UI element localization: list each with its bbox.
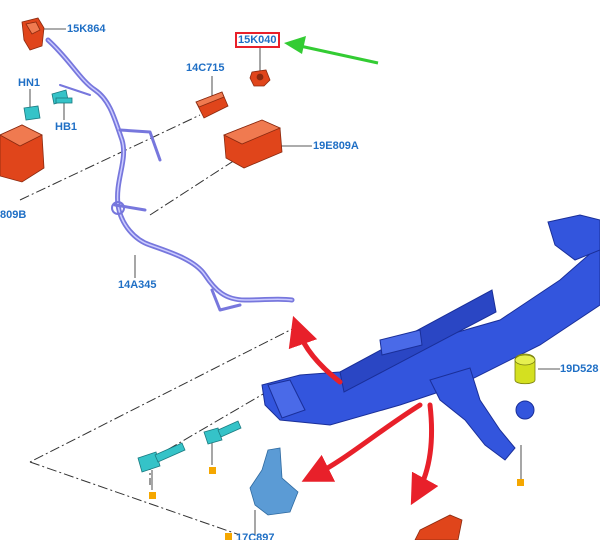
pointer-arrow	[284, 36, 379, 65]
cover-cap	[514, 353, 536, 385]
label-19d528: 19D528	[560, 363, 599, 375]
label-hn1: HN1	[18, 77, 41, 89]
label-17c897: 17C897	[236, 532, 275, 540]
label-809b: 809B	[0, 209, 27, 221]
label-15k040: 15K040	[235, 32, 280, 48]
assembly-lines	[19, 114, 301, 536]
electrical-parts	[0, 17, 463, 540]
wiring-harness	[45, 37, 295, 312]
marker-squares	[149, 467, 524, 540]
label-14a345: 14A345	[118, 279, 157, 291]
fasteners	[23, 89, 242, 473]
motion-arrows	[288, 315, 439, 506]
label-19e809a: 19E809A	[313, 140, 359, 152]
bracket	[249, 447, 299, 516]
label-hb1: HB1	[55, 121, 78, 133]
label-15k864: 15K864	[67, 23, 106, 35]
label-14c715: 14C715	[186, 62, 225, 74]
tow-bar	[261, 214, 600, 461]
